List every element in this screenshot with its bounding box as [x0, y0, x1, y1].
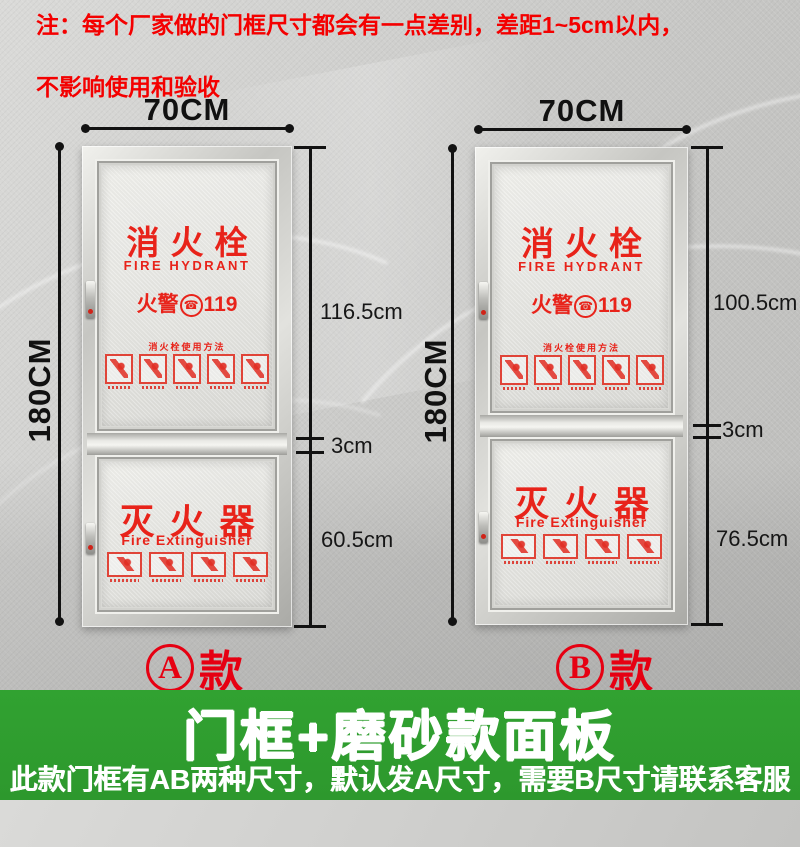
circled-letter-a: A — [146, 644, 194, 692]
cabinet-a-hydrant-door: 消火栓 FIRE HYDRANT 火警☎119 消火栓使用方法 — [95, 159, 279, 433]
hydrant-title-en: FIRE HYDRANT — [518, 259, 645, 274]
height-dimension-label-b: 180CM — [418, 338, 453, 444]
banner-subtitle: 此款门框有AB两种尺寸，默认发A尺寸，需要B尺寸请联系客服 — [9, 764, 791, 795]
instruction-pictogram — [533, 355, 562, 390]
height-dimension-line-b — [448, 144, 457, 626]
instruction-pictogram — [139, 354, 167, 389]
section-dimension-line-a — [309, 147, 312, 627]
circled-letter-b: B — [556, 644, 604, 692]
instruction-pictogram — [173, 354, 201, 389]
extinguisher-title-cn: 灭火器 — [119, 503, 270, 542]
dimension-tick — [294, 146, 326, 149]
alarm-number: 119 — [203, 293, 238, 316]
extinguisher-pictogram-row — [102, 552, 272, 582]
extinguisher-title-en: Fire Extinguisher — [121, 532, 253, 548]
instruction-pictogram — [207, 354, 235, 389]
hydrant-title-en: FIRE HYDRANT — [123, 258, 251, 273]
dimension-tick — [294, 625, 326, 628]
lower-section-dim-b: 76.5cm — [716, 526, 789, 551]
instruction-pictogram — [232, 552, 268, 582]
product-banner: 门框+磨砂款面板 此款门框有AB两种尺寸，默认发A尺寸，需要B尺寸请联系客服 — [0, 690, 800, 800]
frosted-panel: 消火栓 FIRE HYDRANT 火警☎119 消火栓使用方法 — [102, 166, 272, 426]
hydrant-title-cn: 消火栓 — [126, 224, 259, 261]
instruction-pictogram — [627, 534, 662, 564]
frosted-panel: 消火栓 FIRE HYDRANT 火警☎119 消火栓使用方法 — [495, 167, 668, 408]
door-latch — [479, 512, 488, 543]
usage-instructions-title: 消火栓使用方法 — [148, 342, 226, 352]
fire-alarm-line: 火警☎119 — [495, 289, 668, 319]
dimension-tick — [693, 436, 721, 439]
cabinet-a-divider-bar — [87, 433, 287, 455]
height-dimension-line-a — [55, 142, 64, 626]
dimension-tick — [691, 623, 723, 626]
instruction-pictogram — [148, 552, 184, 582]
width-dimension-line-b — [474, 125, 691, 134]
instruction-pictogram — [585, 534, 620, 564]
banner-title: 门框+磨砂款面板 — [183, 707, 617, 767]
instruction-pictogram — [601, 355, 630, 390]
gap-dim-a: 3cm — [331, 433, 373, 458]
frosted-panel: 灭火器 Fire Extinguisher — [102, 462, 272, 607]
cabinet-b-extinguisher-door: 灭火器 Fire Extinguisher — [488, 437, 675, 612]
instruction-pictogram — [635, 355, 664, 390]
instruction-pictogram — [190, 552, 226, 582]
door-latch — [479, 282, 488, 319]
disclaimer-note: 注：每个厂家做的门框尺寸都会有一点差别，差距1~5cm以内， 不影响使用和验收 — [36, 10, 683, 103]
instruction-pictogram — [501, 534, 536, 564]
hydrant-title-cn: 消火栓 — [521, 225, 653, 262]
instruction-pictogram — [567, 355, 596, 390]
dimension-tick — [296, 437, 324, 440]
instruction-pictogram — [106, 552, 142, 582]
instruction-pictogram — [543, 534, 578, 564]
instruction-pictogram — [105, 354, 133, 389]
extinguisher-title-en: Fire Extinguisher — [515, 514, 648, 530]
section-dimension-line-b — [706, 147, 709, 625]
door-latch — [86, 281, 95, 318]
phone-icon: ☎ — [179, 294, 203, 317]
cabinet-a: 消火栓 FIRE HYDRANT 火警☎119 消火栓使用方法 灭火器 Fire… — [82, 146, 292, 627]
cabinet-a-extinguisher-door: 灭火器 Fire Extinguisher — [95, 455, 279, 614]
gap-dim-b: 3cm — [722, 417, 764, 442]
usage-pictogram-row — [102, 354, 272, 389]
door-latch — [86, 523, 95, 554]
fire-alarm-line: 火警☎119 — [102, 288, 272, 318]
dimension-tick — [296, 451, 324, 454]
disclaimer-line2: 不影响使用和验收 — [36, 74, 220, 100]
instruction-pictogram — [499, 355, 528, 390]
upper-section-dim-b: 100.5cm — [713, 290, 798, 315]
variant-word: 款 — [199, 648, 243, 697]
usage-pictogram-row — [495, 355, 668, 390]
cabinet-b: 消火栓 FIRE HYDRANT 火警☎119 消火栓使用方法 灭火器 Fire… — [475, 147, 688, 625]
variant-word: 款 — [609, 648, 653, 697]
frosted-panel: 灭火器 Fire Extinguisher — [495, 444, 668, 605]
phone-icon: ☎ — [574, 295, 598, 318]
width-dimension-line-a — [81, 124, 294, 133]
height-dimension-label-a: 180CM — [22, 337, 57, 443]
cabinet-b-hydrant-door: 消火栓 FIRE HYDRANT 火警☎119 消火栓使用方法 — [488, 160, 675, 415]
extinguisher-title-cn: 灭火器 — [513, 485, 664, 524]
cabinet-b-divider-bar — [480, 415, 683, 437]
upper-section-dim-a: 116.5cm — [320, 299, 403, 324]
alarm-number: 119 — [598, 294, 632, 317]
dimension-tick — [693, 424, 721, 427]
alarm-prefix: 火警 — [136, 293, 179, 316]
width-dimension-label-a: 70CM — [143, 92, 231, 127]
extinguisher-pictogram-row — [495, 534, 668, 564]
dimension-tick — [691, 146, 723, 149]
usage-instructions-title: 消火栓使用方法 — [542, 343, 620, 353]
disclaimer-line1: 注：每个厂家做的门框尺寸都会有一点差别，差距1~5cm以内， — [36, 12, 684, 38]
alarm-prefix: 火警 — [531, 294, 574, 317]
lower-section-dim-a: 60.5cm — [321, 527, 394, 552]
width-dimension-label-b: 70CM — [538, 93, 626, 128]
instruction-pictogram — [241, 354, 269, 389]
